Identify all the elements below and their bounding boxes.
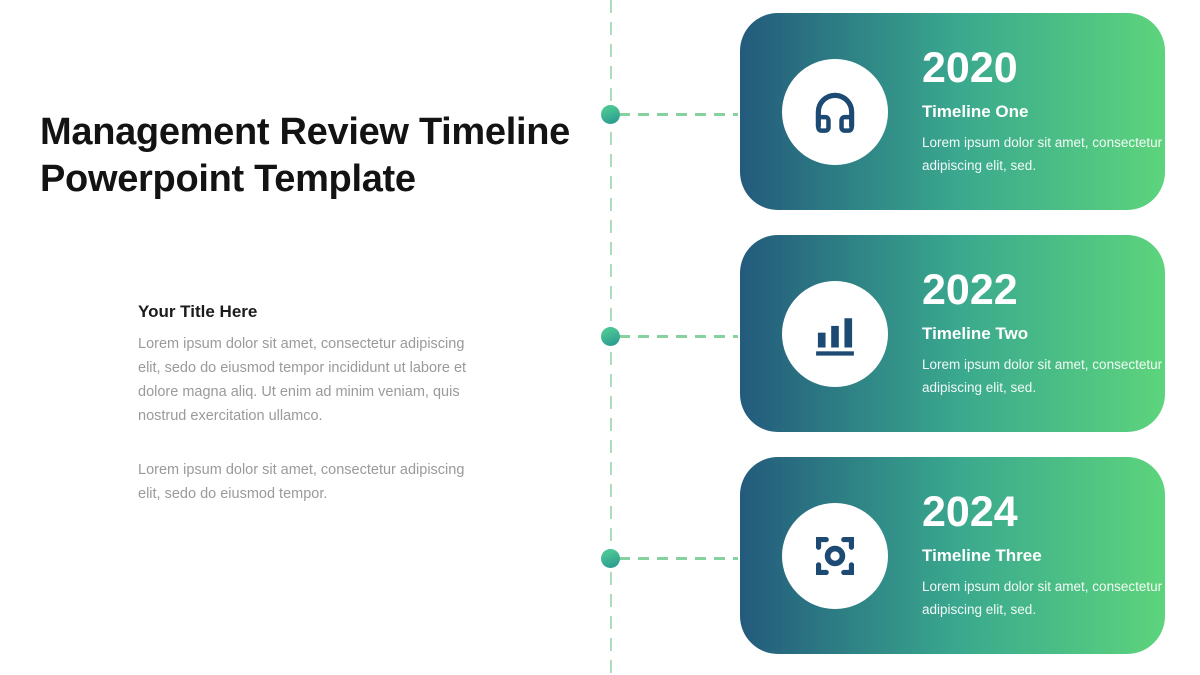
timeline-card-2020: 2020 Timeline One Lorem ipsum dolor sit …	[740, 13, 1165, 210]
timeline-card-2024: 2024 Timeline Three Lorem ipsum dolor si…	[740, 457, 1165, 654]
timeline-dot-3	[601, 549, 620, 568]
card-description: Lorem ipsum dolor sit amet, consectetur …	[922, 357, 1163, 395]
timeline-connector-3	[619, 557, 738, 560]
card-title: Timeline Three	[922, 546, 1042, 565]
card-description: Lorem ipsum dolor sit amet, consectetur …	[922, 579, 1163, 617]
card-icon-circle	[782, 280, 888, 387]
bar-chart-icon	[808, 307, 862, 361]
card-year: 2020	[922, 44, 1018, 92]
slide-title-line-2: Powerpoint Template	[40, 158, 416, 201]
timeline-dot-1	[601, 105, 620, 124]
card-year: 2024	[922, 488, 1018, 536]
card-icon-circle	[782, 502, 888, 609]
headphones-icon	[808, 85, 862, 139]
card-title: Timeline Two	[922, 324, 1029, 343]
timeline-card-2022: 2022 Timeline Two Lorem ipsum dolor sit …	[740, 235, 1165, 432]
card-icon-circle	[782, 58, 888, 165]
card-text: 2020 Timeline One Lorem ipsum dolor sit …	[922, 46, 1164, 177]
slide-title-line-1: Management Review Timeline	[40, 111, 571, 154]
left-paragraph-2: Lorem ipsum dolor sit amet, consectetur …	[138, 462, 465, 502]
slide-title: Management Review Timeline Powerpoint Te…	[40, 109, 570, 203]
card-year: 2022	[922, 266, 1018, 314]
card-title: Timeline One	[922, 102, 1029, 121]
card-description: Lorem ipsum dolor sit amet, consectetur …	[922, 135, 1163, 173]
card-text: 2022 Timeline Two Lorem ipsum dolor sit …	[922, 268, 1164, 399]
left-section-heading: Your Title Here	[138, 302, 258, 321]
timeline-connector-1	[619, 113, 738, 116]
timeline-connector-2	[619, 335, 738, 338]
left-paragraph-1: Lorem ipsum dolor sit amet, consectetur …	[138, 336, 467, 424]
left-text-block: Your Title Here Lorem ipsum dolor sit am…	[138, 302, 482, 506]
focus-frame-icon	[808, 529, 862, 583]
timeline-dot-2	[601, 327, 620, 346]
card-text: 2024 Timeline Three Lorem ipsum dolor si…	[922, 490, 1164, 621]
